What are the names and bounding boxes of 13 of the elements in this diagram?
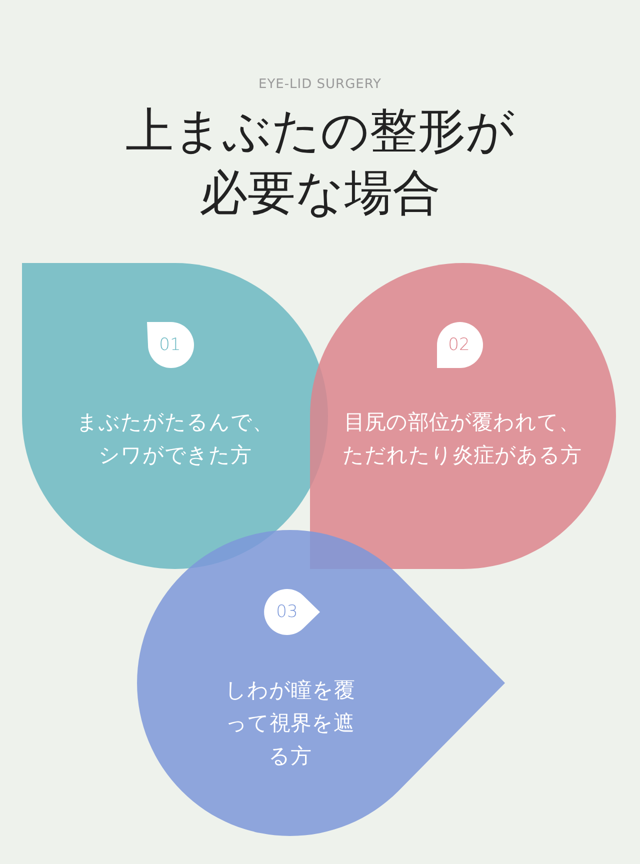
description-text: しわが瞳を覆って視界を遮る方 (224, 677, 356, 770)
number-badge (264, 589, 320, 635)
step-number: 02 (447, 334, 471, 357)
drop-shape (310, 263, 616, 569)
description-text: まぶたがたるんで、シワができた方 (76, 409, 274, 469)
number-badge (147, 322, 195, 368)
subtitle: EYE-LID SURGERY (257, 77, 382, 92)
step-number: 03 (275, 601, 299, 624)
step-number: 01 (158, 334, 182, 357)
title: 上まぶたの整形が必要な場合 (124, 102, 516, 223)
number-badge (436, 322, 484, 368)
description-text: 目尻の部位が覆われて、ただれたり炎症がある方 (342, 409, 582, 469)
drop-shape (137, 530, 505, 836)
